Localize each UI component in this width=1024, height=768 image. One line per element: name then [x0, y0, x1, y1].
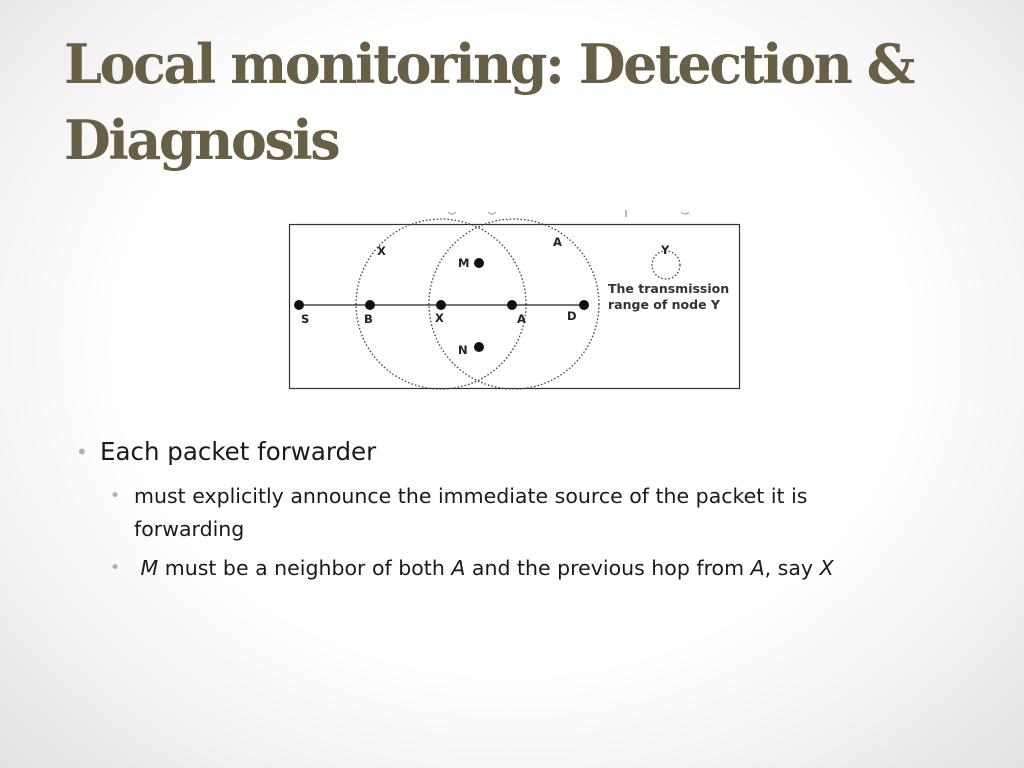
- node-label-n: N: [458, 343, 468, 357]
- node-m: [474, 258, 484, 268]
- bullet-item: Each packet forwarder must explicitly an…: [76, 436, 956, 585]
- sub-bullet-text: and the previous hop from: [465, 556, 751, 580]
- italic-term: M: [140, 556, 159, 580]
- range-circle-y: [651, 250, 681, 280]
- italic-term: A: [750, 556, 765, 580]
- node-x: [436, 300, 446, 310]
- node-label-m: M: [458, 256, 469, 270]
- node-label-a: A: [517, 312, 526, 326]
- circle-label-x: X: [377, 244, 386, 258]
- italic-term: A: [451, 556, 466, 580]
- sub-bullet-list: must explicitly announce the immediate s…: [110, 480, 956, 585]
- node-a: [507, 300, 517, 310]
- node-label-b: B: [364, 312, 373, 326]
- range-circle-a: [428, 218, 600, 390]
- node-d: [579, 300, 589, 310]
- network-diagram: X A Y S B X A D M N The transmission ran…: [288, 205, 742, 391]
- transmission-note-line2: range of node Y: [608, 297, 721, 312]
- network-diagram-svg: X A Y S B X A D M N The transmission ran…: [288, 210, 741, 390]
- bullet-list: Each packet forwarder must explicitly an…: [76, 436, 956, 591]
- sub-bullet-text: must be a neighbor of both: [158, 556, 452, 580]
- circle-label-y: Y: [660, 243, 670, 257]
- circle-label-a: A: [553, 235, 562, 249]
- slide-title: Local monitoring: Detection & Diagnosis: [64, 32, 915, 172]
- sub-bullet-text: , say: [764, 556, 820, 580]
- transmission-note-line1: The transmission: [608, 281, 729, 296]
- node-label-d: D: [567, 309, 577, 323]
- node-label-x: X: [435, 311, 444, 325]
- cropped-marks: [447, 211, 690, 215]
- node-b: [365, 300, 375, 310]
- sub-bullet-item: must explicitly announce the immediate s…: [110, 480, 894, 546]
- range-circle-x: [355, 218, 527, 390]
- node-label-s: S: [301, 312, 309, 326]
- italic-term: X: [819, 556, 834, 580]
- node-s: [294, 300, 304, 310]
- sub-bullet-item: M must be a neighbor of both A and the p…: [110, 552, 894, 585]
- node-n: [474, 342, 484, 352]
- bullet-text: Each packet forwarder: [100, 437, 377, 466]
